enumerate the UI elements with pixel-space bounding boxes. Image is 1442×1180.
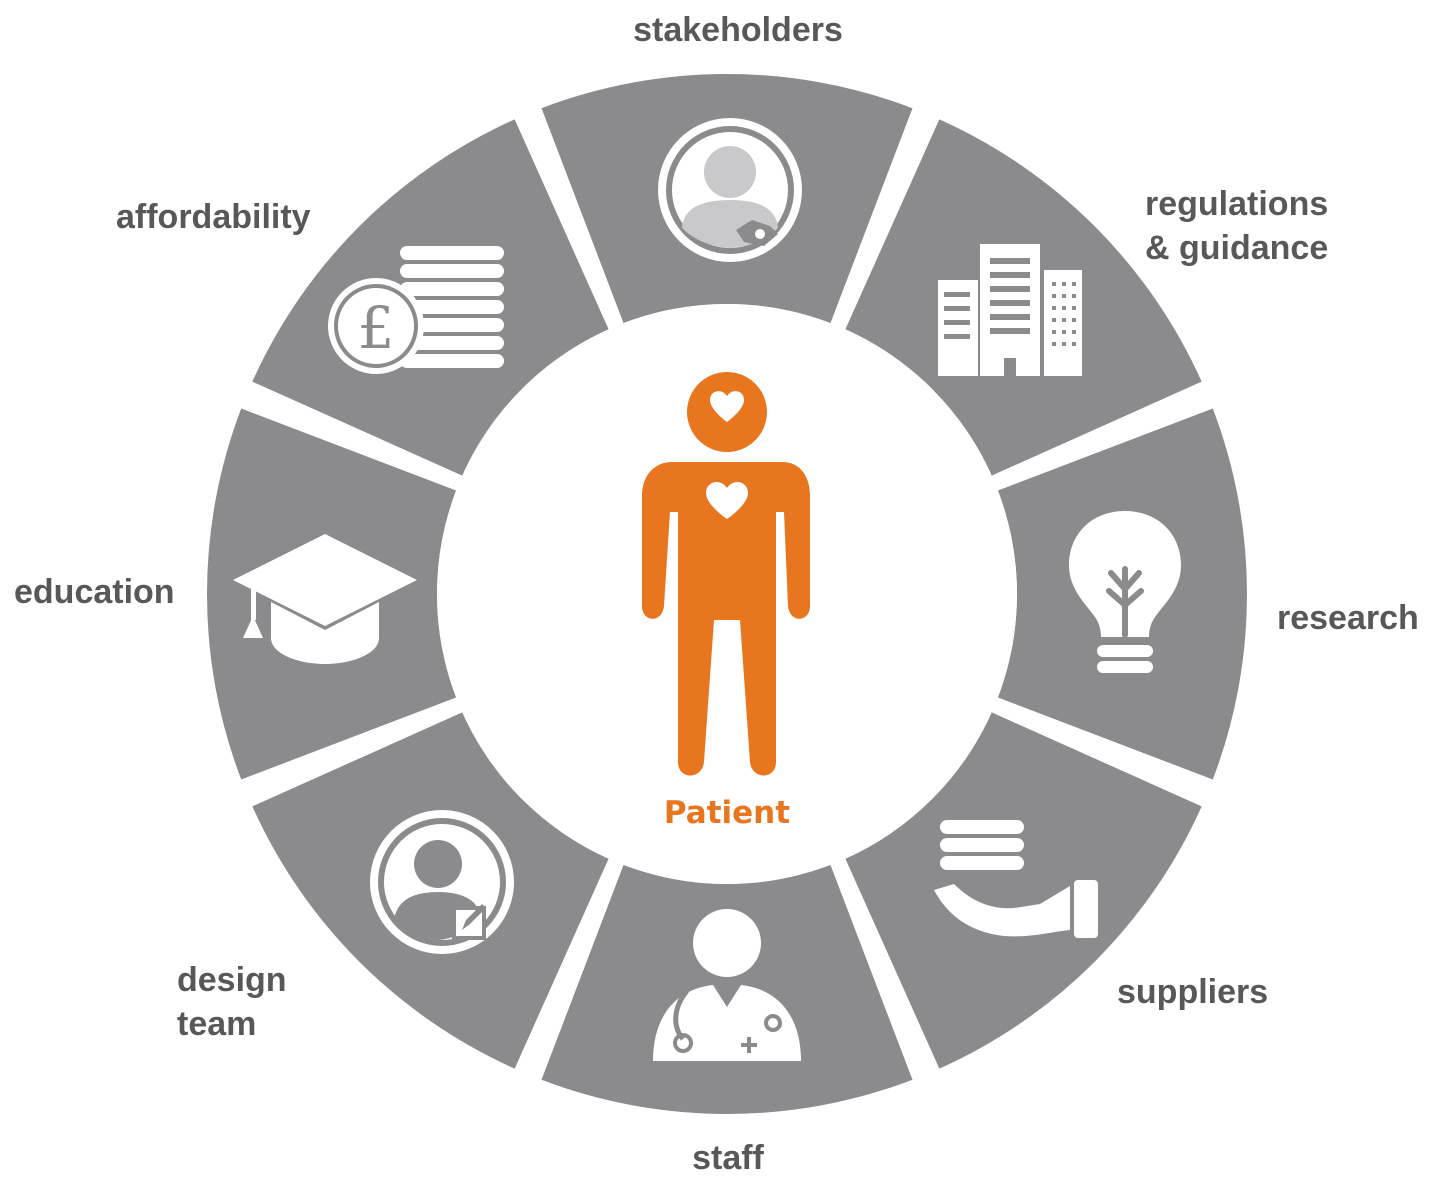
label-research: research [1277,596,1419,640]
svg-text:£: £ [358,294,395,362]
ring-segment-staff [541,864,913,1114]
patient-body [642,462,810,776]
designer-icon [370,810,514,954]
label-research-line-1: research [1277,599,1419,637]
label-education-line-1: education [14,573,175,611]
label-staff: staff [648,1136,808,1180]
patient-label: Patient [664,795,790,831]
ring-segment-affordability [252,119,609,476]
pound-coins-icon: £ [328,246,504,374]
graduation-cap-icon [233,534,417,664]
label-regulations-guidance: regulations & guidance [1145,182,1328,270]
hand-coins-icon [934,820,1098,938]
label-education: education [14,570,175,614]
label-stakeholders: stakeholders [608,8,868,52]
label-staff-line-1: staff [692,1139,764,1177]
label-regulations-line-1: regulations [1145,185,1329,223]
label-suppliers: suppliers [1117,970,1268,1014]
label-affordability-line-1: affordability [116,198,311,236]
doctor-icon [653,909,801,1061]
label-regulations-line-2: & guidance [1145,229,1329,267]
label-design-line-2: team [177,1005,257,1043]
label-design-line-1: design [177,961,287,999]
stakeholder-icon [658,118,802,262]
chest-heart-icon [706,481,748,519]
label-affordability: affordability [116,195,311,239]
label-suppliers-line-1: suppliers [1117,973,1269,1011]
patient-figure-icon [642,372,810,776]
label-design-team: design team [177,958,287,1046]
ring-segment-suppliers [845,712,1202,1069]
lightbulb-icon [1069,511,1181,673]
label-stakeholders-line-1: stakeholders [633,11,843,49]
outer-ring [207,73,1248,1114]
buildings-icon [938,244,1082,376]
head-heart-icon [710,391,744,422]
